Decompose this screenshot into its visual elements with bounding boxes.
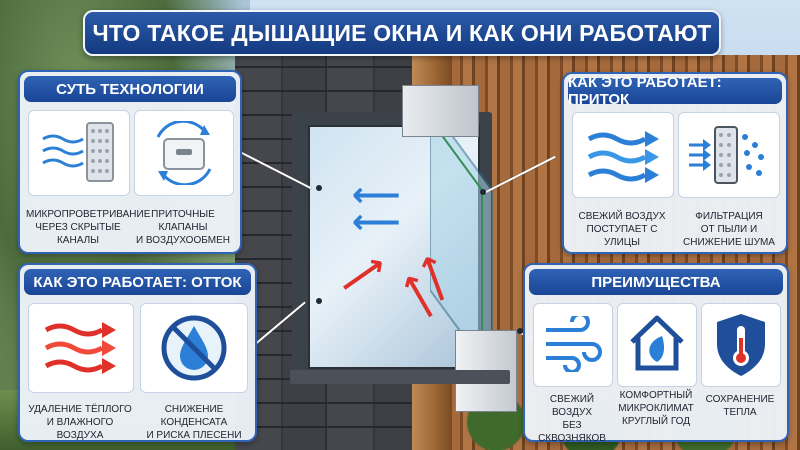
panel-header: КАК ЭТО РАБОТАЕТ: ПРИТОК	[568, 74, 782, 108]
page-title: ЧТО ТАКОЕ ДЫШАЩИЕ ОКНА И КАК ОНИ РАБОТАЮ…	[92, 19, 712, 46]
title-banner: ЧТО ТАКОЕ ДЫШАЩИЕ ОКНА И КАК ОНИ РАБОТАЮ…	[83, 10, 721, 56]
feature-card	[28, 303, 134, 393]
filter-icon	[679, 123, 779, 187]
callout-dot	[316, 298, 322, 304]
valve-icon	[135, 121, 233, 185]
feature-caption: МИКРОПРОВЕТРИВАНИЕ ЧЕРЕЗ СКРЫТЫЕ КАНАЛЫ	[26, 209, 151, 246]
no-condensation-icon	[141, 312, 247, 384]
feature-card	[134, 110, 234, 196]
feature-card	[617, 303, 697, 387]
panel-title: КАК ЭТО РАБОТАЕТ: ОТТОК	[33, 273, 242, 291]
feature-card	[701, 303, 781, 387]
cold-air-arrow-icon: ⟵	[352, 202, 401, 242]
feature-card	[678, 112, 780, 198]
feature-caption: СНИЖЕНИЕ КОНДЕНСАТА И РИСКА ПЛЕСЕНИ	[146, 404, 242, 441]
thermometer-shield-icon	[702, 310, 780, 378]
feature-caption: ФИЛЬТРАЦИЯ ОТ ПЫЛИ И СНИЖЕНИЕ ШУМА	[683, 211, 775, 248]
feature-caption: КОМФОРТНЫЙ МИКРОКЛИМАТ КРУГЛЫЙ ГОД	[618, 390, 694, 427]
house-leaf-icon	[618, 312, 696, 374]
callout-dot	[480, 189, 486, 195]
panel-outflow: КАК ЭТО РАБОТАЕТ: ОТТОК	[18, 263, 257, 442]
glass-panes-icon	[430, 130, 493, 350]
panel-inflow: КАК ЭТО РАБОТАЕТ: ПРИТОК	[562, 72, 788, 254]
wind-icon	[534, 316, 612, 372]
window-sill	[290, 370, 510, 384]
feature-card	[533, 303, 613, 387]
feature-caption: СВЕЖИЙ ВОЗДУХ ПОСТУПАЕТ С УЛИЦЫ	[578, 211, 666, 248]
fresh-air-arrows-icon	[573, 125, 673, 185]
panel-benefits: ПРЕИМУЩЕСТВА	[523, 263, 789, 444]
feature-card	[140, 303, 248, 393]
feature-card	[572, 112, 674, 198]
warm-air-arrows-icon	[29, 316, 133, 378]
callout-dot	[316, 185, 322, 191]
callout-dot	[517, 328, 523, 334]
feature-caption: СВЕЖИЙ ВОЗДУХ БЕЗ СКВОЗНЯКОВ	[538, 394, 606, 444]
window-profile-top	[402, 85, 479, 137]
feature-caption: УДАЛЕНИЕ ТЁПЛОГО И ВЛАЖНОГО ВОЗДУХА	[28, 404, 132, 441]
panel-header: КАК ЭТО РАБОТАЕТ: ОТТОК	[24, 269, 251, 295]
panel-header: СУТЬ ТЕХНОЛОГИИ	[24, 76, 236, 102]
feature-card	[28, 110, 130, 196]
panel-title: КАК ЭТО РАБОТАЕТ: ПРИТОК	[568, 74, 722, 108]
cold-air-arrow-icon: ⟵	[352, 175, 401, 215]
panel-technology: СУТЬ ТЕХНОЛОГИИ	[18, 70, 242, 254]
feature-caption: ПРИТОЧНЫЕ КЛАПАНЫ И ВОЗДУХООБМЕН	[135, 209, 231, 246]
feature-caption: СОХРАНЕНИЕ ТЕПЛА	[705, 394, 775, 418]
panel-title: ПРЕИМУЩЕСТВА	[591, 273, 721, 291]
panel-header: ПРЕИМУЩЕСТВА	[529, 269, 783, 295]
panel-title: СУТЬ ТЕХНОЛОГИИ	[56, 80, 204, 98]
airflow-filter-icon	[29, 119, 129, 185]
